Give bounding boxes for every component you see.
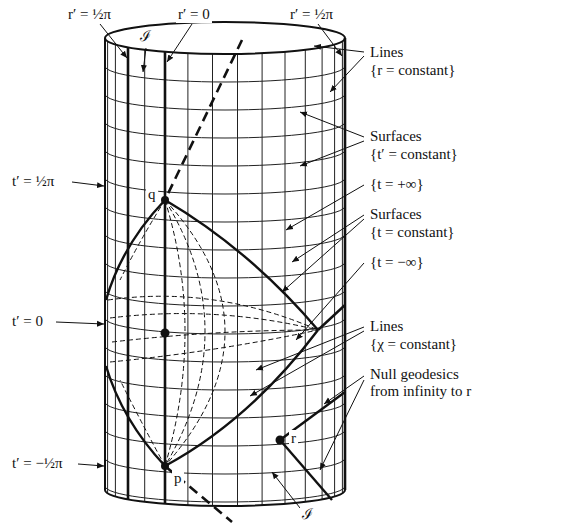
meridian-line	[237, 54, 238, 506]
label: t′ = 0	[10, 313, 45, 330]
right-edge	[344, 38, 347, 490]
left-boundary	[106, 366, 165, 466]
leader-lines	[56, 24, 364, 508]
label: Null geodesics from infinity to r	[368, 366, 490, 400]
meridian-line	[334, 45, 335, 497]
meridian-line	[212, 54, 213, 506]
meridian-line	[322, 47, 323, 499]
bottom-rim	[105, 490, 345, 506]
time-circle	[105, 94, 345, 110]
cylinder-grid	[105, 41, 345, 506]
time-circle	[105, 290, 345, 306]
label: {t = +∞}	[368, 176, 426, 193]
label: {t = constant}	[368, 224, 457, 241]
time-circle	[105, 374, 345, 390]
label: t′ = −½π	[10, 455, 65, 472]
meridian-line	[165, 52, 166, 504]
time-circle	[105, 178, 345, 194]
t-minus-infinity	[165, 330, 318, 466]
label: {t′ = constant}	[368, 146, 460, 163]
label: ℐ	[300, 506, 315, 523]
time-circle	[105, 486, 345, 502]
special-meridians	[128, 47, 165, 504]
label: r′ = 0	[176, 6, 212, 23]
left-edge	[104, 38, 106, 490]
t-plus-infinity	[165, 200, 318, 330]
label: r	[289, 430, 298, 447]
point-q	[161, 196, 169, 204]
meridian-line	[187, 53, 188, 505]
top-rim	[105, 22, 345, 54]
label: {r = constant}	[368, 62, 457, 79]
scri-null-lines	[165, 40, 242, 522]
label: p	[172, 470, 184, 487]
label: Surfaces	[368, 128, 424, 145]
point-p	[161, 462, 169, 470]
tip-line	[318, 305, 345, 330]
region-boundaries	[106, 200, 345, 500]
left-boundary	[106, 200, 165, 300]
label: t′ = ½π	[10, 173, 56, 190]
dashed-null-line	[165, 40, 242, 200]
cylinder-outline	[105, 22, 345, 506]
dashed-surfaces	[108, 200, 318, 466]
label: r′ = ½π	[288, 6, 335, 23]
null-geodesic	[280, 440, 332, 500]
label: q	[146, 186, 158, 203]
meridian-line	[127, 47, 128, 499]
label: Surfaces	[368, 206, 424, 223]
label: r′ = ½π	[66, 6, 113, 23]
time-circle	[105, 122, 345, 138]
time-circle	[105, 402, 345, 418]
label: {χ = constant}	[368, 336, 459, 353]
meridian-line	[107, 41, 108, 493]
point-centre	[161, 329, 170, 338]
time-circle	[105, 206, 345, 222]
rhalfpi-line	[127, 47, 130, 499]
label: Lines	[368, 44, 405, 61]
time-circle	[105, 262, 345, 278]
points	[161, 196, 285, 470]
label: Lines	[368, 318, 405, 335]
label: {t = −∞}	[368, 254, 426, 271]
dashed-null-line	[165, 466, 232, 522]
time-circle	[105, 150, 345, 166]
meridian-line	[262, 53, 263, 505]
time-circle	[105, 458, 345, 474]
label: ℐ	[138, 28, 153, 45]
meridian-line	[144, 50, 145, 502]
point-r	[276, 436, 285, 445]
meridian-line	[305, 50, 306, 502]
r0-line	[164, 52, 167, 504]
